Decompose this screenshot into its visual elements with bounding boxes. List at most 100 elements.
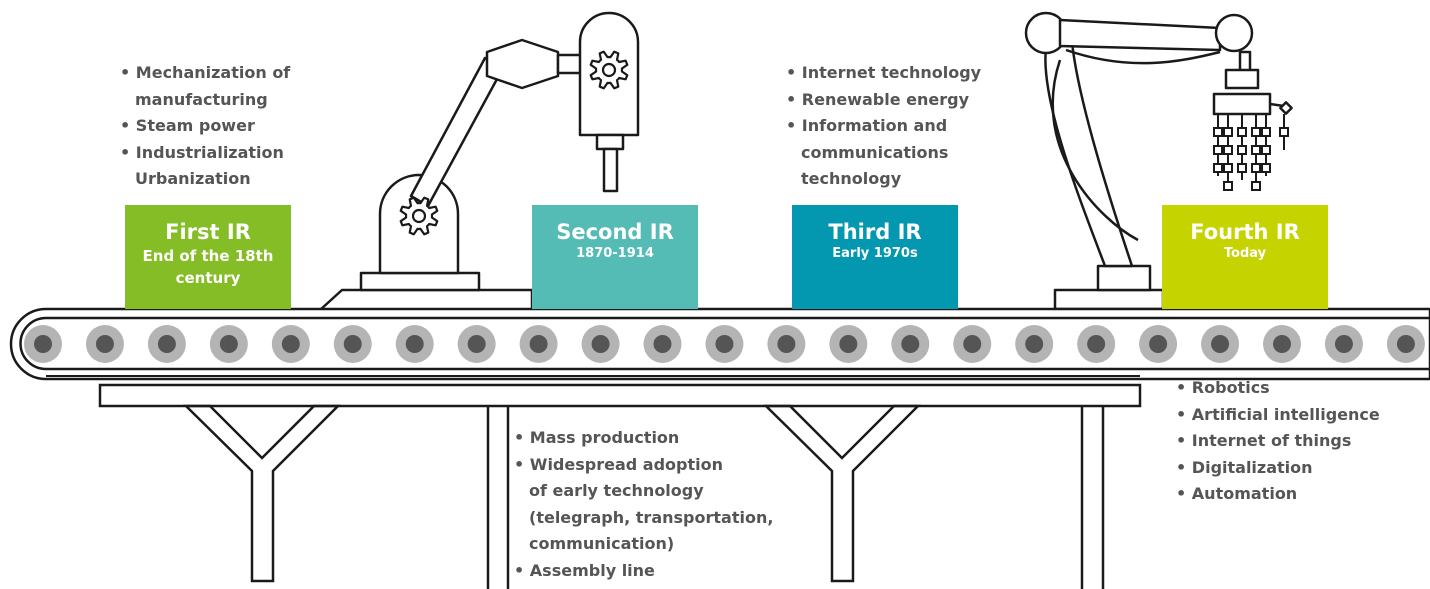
belt-roller-hub [281, 335, 300, 353]
belt-roller-hub [157, 335, 176, 353]
belt-roller-hub [1334, 335, 1353, 353]
list-item: technology [801, 169, 902, 188]
gripper-finger-node [1261, 163, 1271, 173]
belt-roller-hub [219, 335, 238, 353]
gripper-finger-node [1223, 163, 1233, 173]
first-ir-bullets: • Mechanization of manufacturing • Steam… [120, 60, 290, 193]
belt-roller-hub [467, 335, 486, 353]
belt-roller-hub [591, 335, 610, 353]
robot-arm-icon [318, 11, 640, 312]
second-ir-bullets: • Mass production • Widespread adoption … [514, 425, 773, 584]
gear-lower-hub [411, 208, 427, 224]
conveyor-table-frame [98, 383, 1142, 589]
belt-roller-hub [343, 335, 362, 353]
list-item: • Industrialization [120, 142, 284, 162]
robot1-base-plate [318, 288, 534, 312]
gripper-finger-node [1223, 145, 1233, 155]
belt-roller-hub [529, 335, 548, 353]
robot1-tool-mount [595, 133, 625, 151]
list-item: • Artificial intelligence [1176, 404, 1380, 424]
list-item: • Internet of things [1176, 431, 1352, 450]
list-item: • Digitalization [1176, 457, 1313, 477]
belt-rollers [24, 325, 1425, 363]
belt-roller-hub [901, 335, 920, 353]
table-top-bar [98, 383, 1142, 408]
stage-first-ir: First IR End of the 18th century [125, 205, 291, 309]
gripper-finger-node [1251, 127, 1261, 137]
belt-roller-hub [777, 335, 796, 353]
gripper-finger-node [1261, 127, 1271, 137]
gripper-icon [1213, 114, 1289, 191]
fourth-ir-bullets: • Robotics • Artificial intelligence • I… [1176, 375, 1380, 508]
stage-second-ir: Second IR 1870-1914 [532, 205, 698, 309]
belt-roller-hub [1149, 335, 1168, 353]
belt-roller-hub [34, 335, 52, 353]
stage-fourth-title: Fourth IR [1190, 220, 1300, 244]
list-item: • Information and [786, 116, 948, 135]
robot2-wrist-joint [1214, 13, 1254, 53]
list-item: of early technology [529, 481, 704, 500]
list-item: • Assembly line [514, 560, 655, 580]
robot2-top-cable [1065, 48, 1221, 65]
list-item: • Mechanization of [120, 63, 291, 82]
belt-roller-hub [839, 335, 858, 353]
stage-fourth-subtitle: Today [1223, 246, 1267, 261]
list-item: • Automation [1176, 484, 1298, 503]
third-ir-bullets: • Internet technology • Renewable energy… [786, 60, 981, 193]
list-item: manufacturing [135, 89, 268, 109]
gear-upper-hub [601, 62, 617, 78]
gripper-finger-node [1237, 127, 1247, 137]
belt-roller-hub [1087, 335, 1106, 353]
belt-roller-hub [1211, 335, 1230, 353]
belt-roller-hub [715, 335, 734, 353]
belt-roller-hub [963, 335, 982, 353]
robot2-base-plate [1053, 288, 1165, 311]
belt-roller-hub [653, 335, 672, 353]
gripper-finger-node [1213, 145, 1223, 155]
gripper-finger-node [1223, 181, 1233, 191]
gripper-finger-node [1213, 127, 1223, 137]
belt-roller-hub [1273, 335, 1291, 353]
list-item: • Internet technology [786, 63, 982, 82]
belt-roller-hub [1025, 335, 1044, 353]
robot-arm-right [1024, 11, 1293, 311]
list-item: • Robotics [1176, 378, 1270, 397]
robot1-connector [556, 53, 584, 75]
belt-roller-hub [1396, 335, 1415, 353]
robot2-base [1096, 264, 1152, 292]
gripper-finger-node [1213, 163, 1223, 173]
stage-third-subtitle: Early 1970s [832, 246, 918, 261]
robot1-arm-joint [485, 38, 560, 90]
stage-first-subtitle: End of the 18th century [142, 247, 274, 287]
robot1-tool [602, 147, 619, 193]
stage-third-title: Third IR [828, 220, 922, 244]
table-leg-left [182, 404, 342, 583]
gripper-finger-node [1261, 145, 1271, 155]
list-item: (telegraph, transportation, [529, 507, 774, 527]
stage-first-title: First IR [165, 220, 251, 244]
robot2-arm-cable [1051, 59, 1139, 242]
list-item: • Widespread adoption [514, 454, 723, 474]
list-item: communications [801, 142, 949, 162]
robot1-base [359, 271, 481, 292]
gripper-finger-node [1251, 181, 1261, 191]
robot2-gripper-top [1224, 68, 1260, 90]
list-item: communication) [529, 534, 675, 553]
gripper-finger-node [1237, 145, 1247, 155]
stage-second-title: Second IR [556, 220, 674, 244]
robot2-gripper-body [1212, 92, 1272, 116]
belt-roller-hub [95, 335, 114, 353]
stage-second-subtitle: 1870-1914 [576, 246, 654, 261]
gripper-finger-node [1237, 163, 1247, 173]
stage-third-ir: Third IR Early 1970s [792, 205, 958, 309]
gripper-finger-node [1279, 127, 1289, 137]
robot2-top-beam [1058, 18, 1222, 52]
gripper-finger-node [1251, 163, 1261, 173]
conveyor-belt-icon [9, 307, 1430, 381]
robot1-arm-lower [409, 56, 505, 208]
list-item: Urbanization [135, 169, 251, 188]
belt-roller-hub [405, 335, 424, 353]
robot2-gripper-valve [1279, 101, 1293, 115]
gear-icon [399, 50, 629, 236]
